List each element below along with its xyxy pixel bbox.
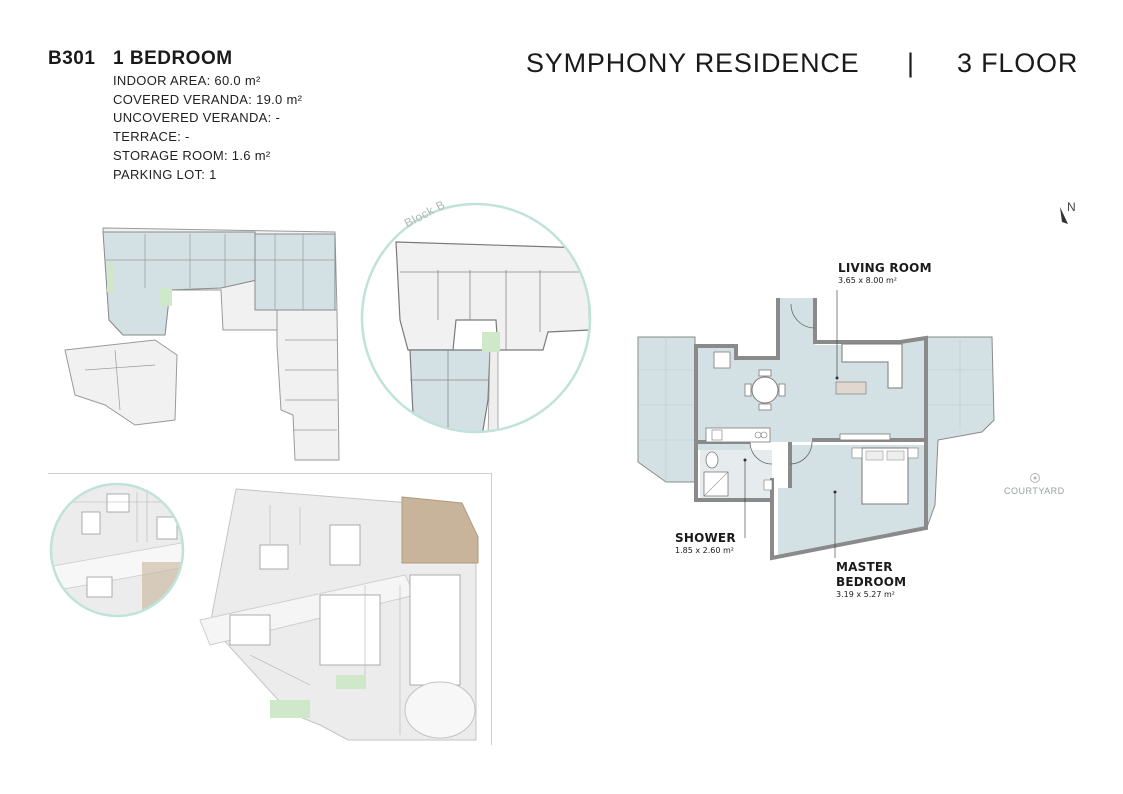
bedroom-name-line1: MASTER (836, 560, 893, 574)
spec-indoor-area: INDOOR AREA: 60.0 m² (113, 73, 261, 88)
bedroom-label: MASTER BEDROOM 3.19 x 5.27 m² (836, 560, 906, 600)
project-title: SYMPHONY RESIDENCE (526, 48, 860, 78)
block-b-zoom-circle (360, 202, 592, 434)
building-key-plan (64, 227, 340, 461)
spec-covered-veranda: COVERED VERANDA: 19.0 m² (113, 91, 303, 107)
living-room-dims: 3.65 x 8.00 m² (838, 276, 897, 285)
unit-floor-plan (637, 290, 995, 561)
living-room-name: LIVING ROOM (838, 261, 932, 275)
spec-storage-room: STORAGE ROOM: 1.6 m² (113, 147, 271, 163)
courtyard-tree-icon (1030, 473, 1040, 483)
north-label: N (1067, 200, 1076, 214)
site-plan-divider-horizontal (48, 473, 492, 474)
north-arrow-icon (1060, 207, 1068, 224)
unit-code: B301 (48, 48, 96, 69)
shower-label: SHOWER 1.85 x 2.60 m² (675, 531, 736, 556)
site-zoom-circle (49, 482, 185, 618)
site-plan-divider-vertical (491, 473, 492, 745)
shower-dims: 1.85 x 2.60 m² (675, 546, 734, 555)
spec-parking-lot: PARKING LOT: 1 (113, 166, 217, 182)
title-separator: | (907, 48, 915, 78)
bedroom-name-line2: BEDROOM (836, 575, 907, 589)
unit-type: 1 BEDROOM (113, 48, 233, 69)
spec-uncovered-veranda: UNCOVERED VERANDA: - (113, 110, 281, 126)
bedroom-dims: 3.19 x 5.27 m² (836, 590, 895, 599)
shower-name: SHOWER (675, 531, 736, 545)
spec-terrace: TERRACE: - (113, 129, 190, 145)
living-room-label: LIVING ROOM 3.65 x 8.00 m² (838, 261, 932, 286)
floor-label: 3 FLOOR (957, 48, 1079, 78)
unit-specs-list: INDOOR AREA: 60.0 m² COVERED VERANDA: 19… (113, 72, 302, 184)
courtyard-label: COURTYARD (1004, 486, 1065, 496)
site-plan (199, 488, 479, 741)
